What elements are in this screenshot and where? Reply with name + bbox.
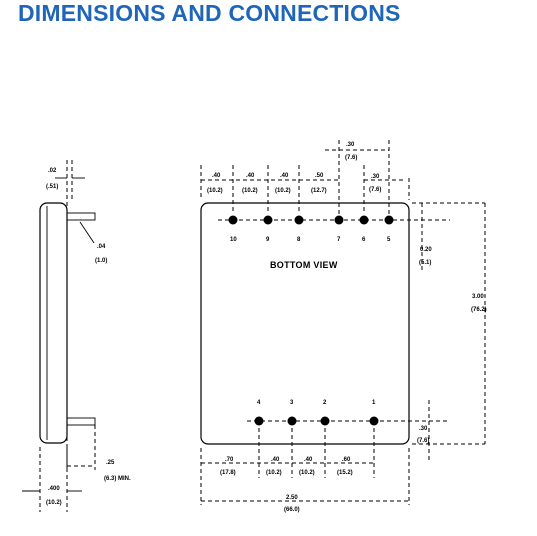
top-dim-2-mm: (10.2) [242, 188, 258, 194]
pin-8 [294, 215, 304, 225]
bottom-dim-3-mm: (10.2) [299, 470, 315, 476]
height-mm: (76.2) [471, 307, 487, 313]
pin56-inch: .30 [371, 174, 380, 180]
overall-width-mm: (66.0) [284, 507, 300, 513]
pin-3 [287, 416, 297, 426]
side-view-body [39, 202, 68, 444]
side-pin-len-mm: (6.3) MIN. [104, 476, 131, 482]
pin-label-1: 1 [372, 400, 376, 406]
bottom-view-body [200, 202, 410, 445]
bottom-dim-3-inch: .40 [304, 457, 313, 463]
pin-label-2: 2 [323, 400, 327, 406]
pin56-mm: (7.6) [369, 187, 381, 193]
pin-9 [263, 215, 273, 225]
bottom-view-label: BOTTOM VIEW [270, 260, 338, 270]
bottom-dim-4-mm: (15.2) [337, 470, 353, 476]
bottom-dim-1-inch: .70 [225, 457, 234, 463]
top-dim-2-inch: .40 [246, 173, 255, 179]
pin-10 [228, 215, 238, 225]
pin-label-8: 8 [297, 237, 301, 243]
side-pin-dia-inch: .04 [97, 244, 106, 250]
pin-label-4: 4 [257, 400, 261, 406]
top-dim-3-inch: .40 [280, 173, 289, 179]
side-width-mm: (10.2) [46, 500, 62, 506]
top-dim-1-inch: .40 [212, 173, 221, 179]
top-dim-4-inch: .50 [315, 173, 324, 179]
right-bottom-mm: (7.6) [417, 438, 429, 444]
pin-label-9: 9 [266, 237, 270, 243]
bottom-view: BOTTOM VIEW 10 9 8 7 6 5 4 3 2 1 [200, 140, 487, 513]
side-top-dim-inch: .02 [48, 168, 57, 174]
page-title: DIMENSIONS AND CONNECTIONS [18, 0, 401, 26]
pin-2 [320, 416, 330, 426]
bottom-dim-2-mm: (10.2) [266, 470, 282, 476]
pin-label-3: 3 [290, 400, 294, 406]
pin-5 [384, 215, 394, 225]
pin-7 [334, 215, 344, 225]
side-pin-len-inch: .25 [106, 460, 115, 466]
pin-label-6: 6 [362, 237, 366, 243]
bottom-dim-4-inch: .60 [342, 457, 351, 463]
right-top-mm: (5.1) [419, 260, 431, 266]
right-bottom-inch: .30 [419, 426, 428, 432]
side-pin-leader [79, 221, 95, 244]
top-dim-1-mm: (10.2) [207, 188, 223, 194]
side-view: .02 (.51) .04 (1.0) .25 (6.3) MIN. .400 … [22, 160, 131, 512]
pin-label-10: 10 [230, 237, 237, 243]
side-view-pin-top [66, 212, 96, 221]
side-pin-dia-mm: (1.0) [95, 258, 107, 264]
bottom-dim-1-mm: (17.8) [220, 470, 236, 476]
side-top-dim-mm: (.51) [46, 184, 58, 190]
pin-6 [359, 215, 369, 225]
bottom-dim-2-inch: .40 [271, 457, 280, 463]
pin-label-7: 7 [337, 237, 341, 243]
side-view-pin-bottom [66, 417, 96, 426]
pin67-mm: (7.6) [345, 155, 357, 161]
pin-4 [254, 416, 264, 426]
pin67-inch: .30 [346, 142, 355, 148]
right-top-inch: 0.20 [420, 247, 432, 253]
top-dim-3-mm: (10.2) [275, 188, 291, 194]
top-dim-4-mm: (12.7) [311, 188, 327, 194]
side-width-inch: .400 [48, 486, 60, 492]
pin-1 [369, 416, 379, 426]
pin-label-5: 5 [387, 237, 391, 243]
overall-width-inch: 2.50 [286, 495, 298, 501]
height-inch: 3.00 [472, 294, 484, 300]
